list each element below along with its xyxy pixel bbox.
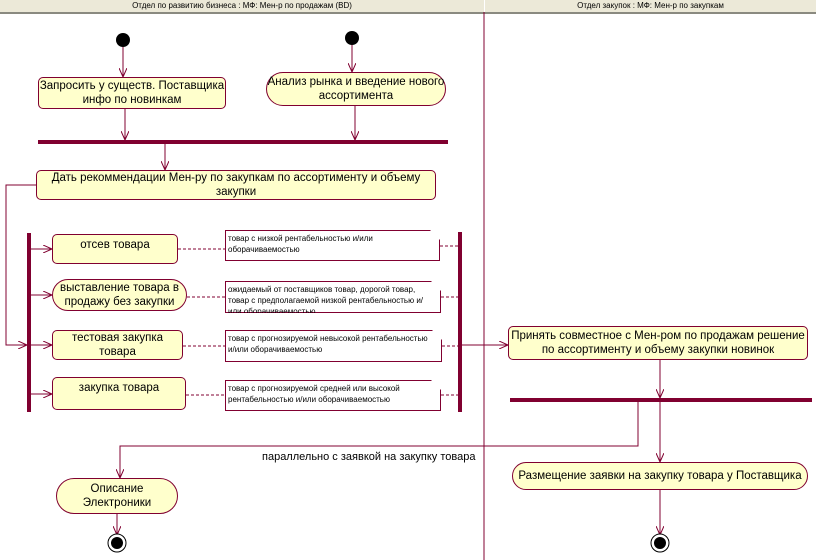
- start-node-2: [345, 31, 359, 45]
- swimlane-header-sales: Отдел по развитию бизнеса : МФ: Мен-р по…: [0, 0, 484, 12]
- start-node-1: [116, 33, 130, 47]
- activity-request-info[interactable]: Запросить у существ. Поставщика инфо по …: [38, 77, 226, 109]
- swimlane-header-purchasing: Отдел закупок : МФ: Мен-р по закупкам: [485, 0, 816, 12]
- parallel-label: параллельно с заявкой на закупку товара: [262, 451, 476, 463]
- activity-display-no-purchase[interactable]: выставление товара в продажу без закупки: [52, 279, 187, 311]
- end-node-2: [650, 533, 670, 553]
- fork-bar-1: [38, 140, 448, 144]
- fork-bar-2: [27, 233, 31, 412]
- join-bar: [458, 232, 462, 412]
- note-screening: товар с низкой рентабельностью и/или обо…: [225, 230, 440, 261]
- activity-description[interactable]: Описание Электроники: [56, 478, 178, 514]
- activity-joint-decision[interactable]: Принять совместное с Мен-ром по продажам…: [508, 326, 808, 360]
- header-divider: [0, 12, 816, 14]
- note-purchase: товар с прогнозируемой средней или высок…: [225, 380, 441, 411]
- end-node-1: [107, 533, 127, 553]
- activity-recommendations[interactable]: Дать рекоммендации Мен-ру по закупкам по…: [36, 170, 436, 200]
- activity-purchase[interactable]: закупка товара: [52, 377, 186, 410]
- note-test-purchase: товар с прогнозируемой невысокой рентабе…: [225, 330, 442, 362]
- activity-place-order[interactable]: Размещение заявки на закупку товара у По…: [512, 462, 808, 490]
- activity-screening[interactable]: отсев товара: [52, 234, 178, 264]
- note-display: ожидаемый от поставщиков товар, дорогой …: [225, 281, 441, 313]
- activity-test-purchase[interactable]: тестовая закупка товара: [52, 330, 183, 360]
- activity-market-analysis[interactable]: Анализ рынка и введение нового ассортиме…: [266, 72, 446, 106]
- fork-bar-3: [510, 398, 812, 402]
